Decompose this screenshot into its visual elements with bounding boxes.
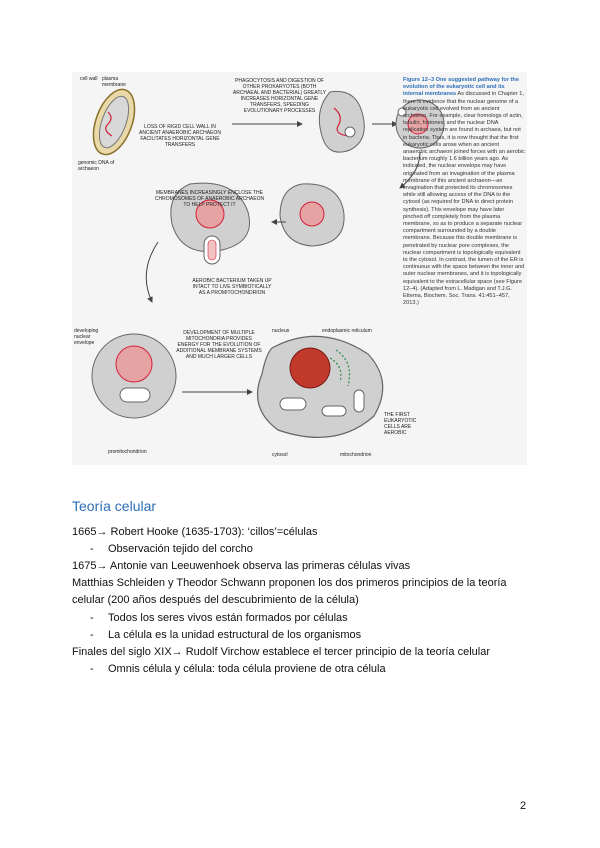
developing-envelope-label: developing nuclear envelope (74, 328, 99, 346)
line-corcho: Observación tejido del corcho (108, 543, 253, 555)
section-title: Teoría celular (72, 498, 157, 514)
first-eukaryotic-label: THE FIRST EUKARYOTIC CELLS ARE AEROBIC (384, 412, 417, 436)
step5-label: DEVELOPMENT OF MULTIPLE MITOCHONDRIA PRO… (176, 330, 262, 360)
nucleus-label: nucleus (272, 328, 290, 334)
line-schleiden: Matthias Schleiden y Theodor Schwann pro… (72, 577, 507, 589)
caption-body: As discussed in Chapter 1, there is evid… (403, 91, 525, 307)
bullet-dash: - (90, 543, 94, 555)
figure-caption: Figure 12–3 One suggested pathway for th… (403, 77, 525, 308)
step3-label: MEMBRANES INCREASINGLY ENCLOSE THE CHROM… (154, 190, 265, 208)
wall-less-cell (318, 90, 365, 153)
line-schleiden-cont: celular (200 años después del descubrimi… (72, 594, 359, 606)
cell-wall-label: cell wall (80, 76, 98, 82)
page-number: 2 (520, 800, 527, 812)
arrow-3 (399, 151, 421, 189)
bullet-dash: - (90, 663, 94, 675)
enclosing-membrane-cell (279, 183, 345, 247)
promitochondrion-label: promitochondrion (108, 449, 147, 455)
step4-label: AEROBIC BACTERIUM TAKEN UP INTACT TO LIV… (192, 278, 272, 296)
bullet-dash: - (90, 629, 94, 641)
step1-label: LOSS OF RIGID CELL WALL IN ANCIENT ANAER… (139, 124, 221, 148)
line-principle-2: La célula es la unidad estructural de lo… (108, 629, 362, 641)
eukaryotic-cell (256, 335, 384, 439)
line-leeuwenhoek: 1675→ Antonie van Leeuwenhoek observa la… (72, 560, 411, 572)
arrow-5 (145, 241, 159, 303)
er-label: endoplasmic reticulum (322, 328, 372, 334)
line-virchow: Finales del siglo XIX→ Rudolf Virchow es… (72, 646, 491, 658)
cell-evolution-figure: cell wall plasma membrane genomic DNA of… (72, 72, 527, 465)
phagocytic-cell (395, 99, 445, 149)
step2-label: PHAGOCYTOSIS AND DIGESTION OF OTHER PROK… (232, 78, 327, 114)
nucleus-forming-cell (170, 182, 250, 265)
line-principle-1: Todos los seres vivos están formados por… (108, 612, 348, 624)
line-hooke: 1665→ Robert Hooke (1635-1703): ‘cillos’… (72, 526, 318, 538)
cytosol-label: cytosol (272, 452, 288, 458)
caption-title: Figure 12–3 One suggested pathway for th… (403, 77, 519, 98)
archaeon-cell (92, 88, 136, 156)
promitochondrion-cell (91, 333, 177, 419)
cell-evolution-diagram (91, 88, 445, 439)
line-omnis: Omnis célula y célula: toda célula provi… (108, 663, 386, 675)
mitochondrion-label: mitochondrion (340, 452, 372, 458)
genomic-dna-label: genomic DNA of archaeon (78, 160, 115, 172)
bullet-dash: - (90, 612, 94, 624)
plasma-membrane-label: plasma membrane (102, 76, 126, 88)
